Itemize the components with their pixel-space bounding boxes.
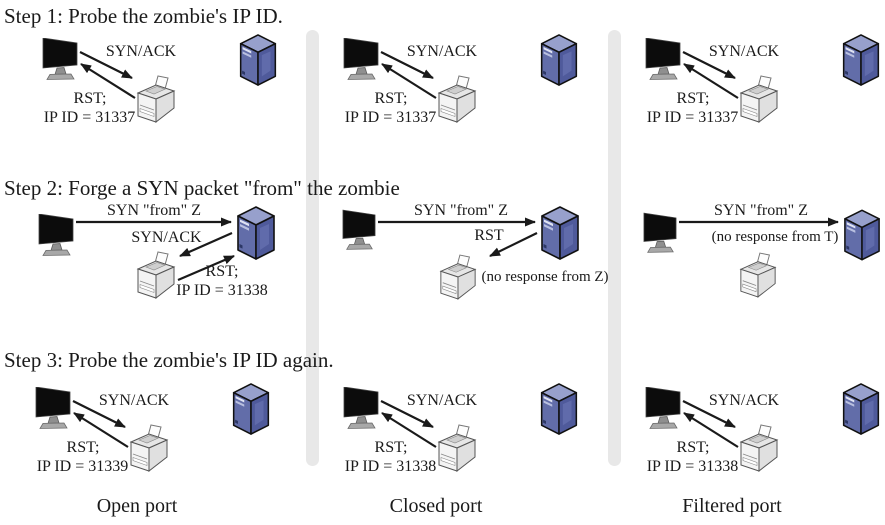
no-response-note: (no response from Z) [481, 269, 609, 285]
arrows [682, 400, 739, 448]
column-separator-2 [608, 30, 621, 466]
rst-arrow [381, 412, 437, 448]
printer-icon [738, 251, 778, 299]
forged-syn-label: SYN "from" Z [414, 202, 508, 219]
ipid-label: IP ID = 31339 [36, 458, 129, 475]
rst-label: RST; [676, 439, 710, 456]
syn-ack-arrow [380, 51, 434, 79]
arrows [79, 51, 136, 99]
monitor-icon [38, 214, 74, 256]
monitor-icon [342, 209, 376, 251]
monitor-icon [343, 387, 379, 429]
open-port-label: Open port [96, 495, 178, 517]
monitor-icon [645, 387, 681, 429]
server-icon [231, 383, 271, 435]
rst-arrow [683, 412, 739, 448]
rst-label: RST; [73, 90, 107, 107]
panel-step1-closed: SYN/ACK RST; IP ID = 31337 [329, 32, 599, 137]
panel-step2-closed: SYN "from" Z RST (no response from Z) [328, 200, 618, 310]
panel-step3-closed: SYN/ACK RST; IP ID = 31338 [329, 381, 599, 486]
monitor-icon [643, 212, 677, 254]
panel-step2-filtered: SYN "from" Z (no response from T) [630, 200, 885, 310]
monitor-icon [35, 387, 71, 429]
rst-arrow [80, 63, 136, 99]
server-icon [841, 383, 881, 435]
rst-arrow [73, 412, 129, 448]
syn-ack-label: SYN/ACK [131, 229, 202, 246]
forged-syn-label: SYN "from" Z [714, 202, 808, 219]
server-icon [236, 206, 276, 260]
server-icon [539, 383, 579, 435]
syn-ack-arrow [380, 400, 434, 428]
arrows [682, 51, 739, 99]
arrows [76, 217, 235, 282]
rst-label: RST; [374, 439, 408, 456]
arrows [380, 400, 437, 448]
monitor-icon [343, 38, 379, 80]
ipid-label: IP ID = 31337 [344, 109, 437, 126]
server-icon [540, 206, 580, 260]
syn-ack-arrow [72, 400, 126, 428]
syn-ack-label: SYN/ACK [406, 43, 478, 60]
server-icon [238, 34, 278, 86]
step1-title: Step 1: Probe the zombie's IP ID. [4, 4, 283, 28]
syn-ack-label: SYN/ACK [708, 392, 780, 409]
syn-ack-label: SYN/ACK [98, 392, 170, 409]
monitor-icon [42, 38, 78, 80]
syn-ack-arrow [682, 400, 736, 428]
rst-label: RST; [205, 263, 239, 280]
no-response-note: (no response from T) [711, 229, 839, 245]
arrows [679, 217, 839, 227]
panel-step1-open: SYN/ACK RST; IP ID = 31337 [28, 32, 298, 137]
step2-title: Step 2: Forge a SYN packet "from" the zo… [4, 176, 400, 200]
ipid-label: IP ID = 31337 [43, 109, 136, 126]
rst-label: RST; [66, 439, 100, 456]
panel-step3-open: SYN/ACK RST; IP ID = 31339 [21, 381, 291, 486]
arrows [72, 400, 129, 448]
arrows [378, 217, 538, 257]
rst-arrow [489, 232, 538, 257]
ipid-label: IP ID = 31338 [176, 282, 268, 299]
rst-label: RST; [374, 90, 408, 107]
monitor-icon [645, 38, 681, 80]
panel-step3-filtered: SYN/ACK RST; IP ID = 31338 [631, 381, 885, 486]
rst-label: RST [474, 227, 504, 244]
column-separator-1 [306, 30, 319, 466]
rst-arrow [177, 254, 235, 282]
ipid-label: IP ID = 31337 [646, 109, 739, 126]
rst-label: RST; [676, 90, 710, 107]
syn-ack-arrow [682, 51, 736, 79]
server-icon [841, 34, 881, 86]
forged-syn-label: SYN "from" Z [107, 202, 201, 219]
filtered-port-label: Filtered port [682, 495, 782, 517]
syn-ack-label: SYN/ACK [406, 392, 478, 409]
arrows [380, 51, 437, 99]
syn-ack-arrow [79, 51, 133, 79]
syn-ack-label: SYN/ACK [708, 43, 780, 60]
rst-arrow [381, 63, 437, 99]
syn-ack-arrow [179, 231, 233, 258]
step3-title: Step 3: Probe the zombie's IP ID again. [4, 348, 334, 372]
ipid-label: IP ID = 31338 [646, 458, 739, 475]
panel-step2-open: SYN "from" Z SYN/ACK RST; IP ID = 31338 [24, 200, 304, 310]
panel-step1-filtered: SYN/ACK RST; IP ID = 31337 [631, 32, 885, 137]
server-icon [539, 34, 579, 86]
rst-arrow [683, 63, 739, 99]
ipid-label: IP ID = 31338 [344, 458, 437, 475]
closed-port-label: Closed port [389, 495, 483, 517]
syn-ack-label: SYN/ACK [105, 43, 177, 60]
